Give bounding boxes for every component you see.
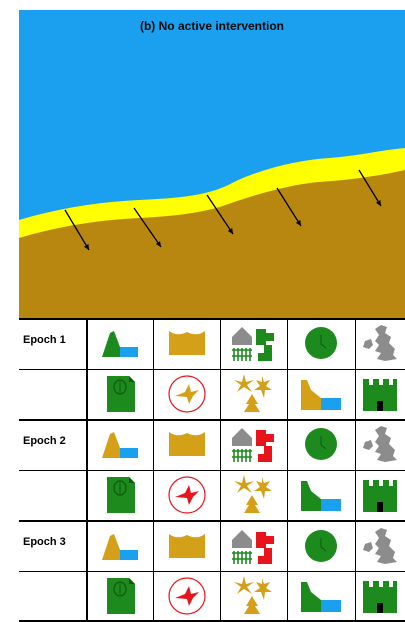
epoch-label: Epoch 2 (23, 435, 66, 447)
castle-icon (355, 369, 405, 420)
coastline-svg: (b) No active intervention (19, 10, 405, 318)
castle-icon (355, 571, 405, 622)
coast-icon (287, 369, 355, 420)
grid-line (86, 318, 88, 622)
grid-line (153, 318, 154, 622)
landform-icon (153, 419, 220, 470)
bird-icon (153, 369, 220, 420)
epoch-label: Epoch 1 (23, 334, 66, 346)
bird-icon (153, 470, 220, 521)
castle-icon (355, 470, 405, 521)
buildings-icon (220, 520, 287, 571)
bird-icon (153, 571, 220, 622)
cliff-icon (86, 419, 153, 470)
uk-map-icon (355, 520, 405, 571)
impact-grid: Epoch 1 Epoch 2 Epoch 3 (19, 318, 405, 622)
document-icon (86, 369, 153, 420)
grid-line (19, 419, 405, 421)
coast-icon (287, 470, 355, 521)
grid-line (19, 318, 405, 320)
grid-line (287, 318, 288, 622)
plants-icon (220, 470, 287, 521)
circle-icon (287, 318, 355, 369)
landform-icon (153, 318, 220, 369)
landform-icon (153, 520, 220, 571)
circle-icon (287, 520, 355, 571)
epoch-label: Epoch 3 (23, 536, 66, 548)
grid-line (19, 520, 405, 522)
coast-icon (287, 571, 355, 622)
document-icon (86, 470, 153, 521)
uk-map-icon (355, 318, 405, 369)
grid-line (220, 318, 221, 622)
grid-line (19, 470, 405, 471)
plants-icon (220, 369, 287, 420)
buildings-icon (220, 419, 287, 470)
cliff-icon (86, 318, 153, 369)
plants-icon (220, 571, 287, 622)
grid-line (19, 571, 405, 572)
buildings-icon (220, 318, 287, 369)
diagram-title: (b) No active intervention (140, 19, 284, 33)
uk-map-icon (355, 419, 405, 470)
cliff-icon (86, 520, 153, 571)
circle-icon (287, 419, 355, 470)
document-icon (86, 571, 153, 622)
grid-line (355, 318, 356, 622)
coastline-illustration: (b) No active intervention (19, 10, 405, 318)
grid-line (19, 369, 405, 370)
